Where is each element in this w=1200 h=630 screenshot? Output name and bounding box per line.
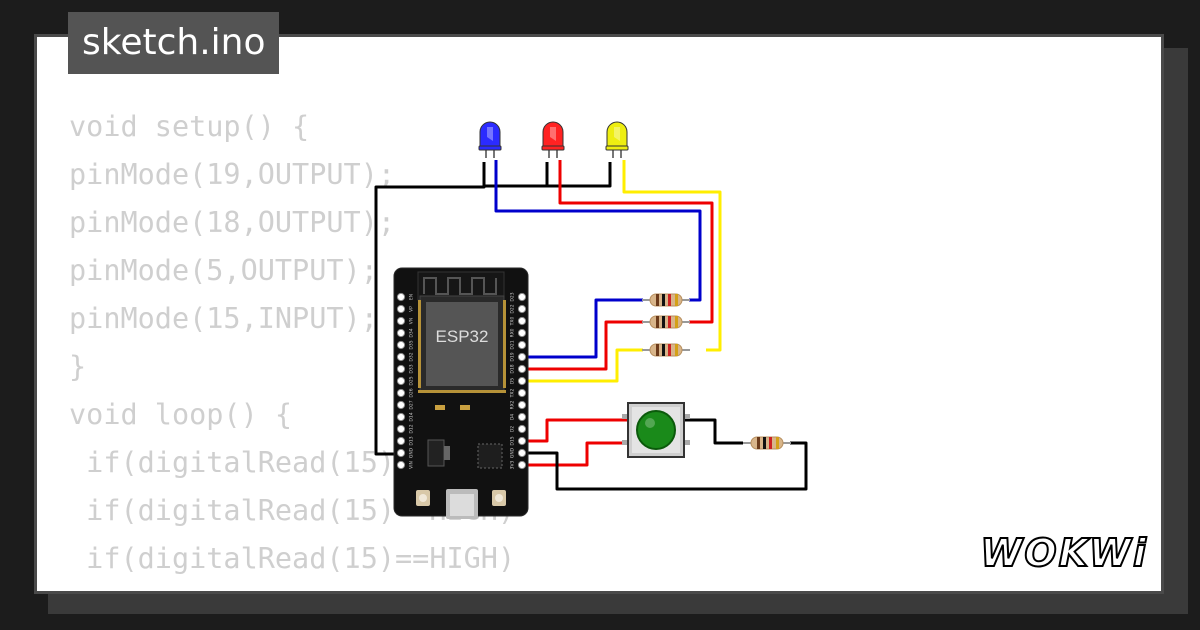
board-pin [517, 340, 527, 350]
board-pin [517, 412, 527, 422]
pin-label: D12 [409, 424, 415, 433]
pin-label: D23 [510, 292, 516, 301]
pin-label: GND [409, 447, 415, 458]
led-red-icon [541, 121, 565, 158]
code-line: pinMode(15,INPUT); [69, 302, 378, 335]
board-pin [396, 436, 406, 446]
pin-label: VP [409, 306, 415, 312]
board-pin [517, 448, 527, 458]
wire-black [518, 441, 808, 491]
board-pin [517, 316, 527, 326]
code-line: pinMode(5,OUTPUT); [69, 254, 378, 287]
pin-label: D25 [409, 376, 415, 385]
pin-label: D14 [409, 412, 415, 421]
board-pin [517, 460, 527, 470]
pin-label: D5 [510, 378, 516, 384]
board-pin [396, 364, 406, 374]
pin-label: D13 [409, 436, 415, 445]
pin-label: EN [409, 294, 415, 300]
pin-label: D19 [510, 352, 516, 361]
pin-label: RX2 [510, 400, 516, 409]
pin-label: D26 [409, 388, 415, 397]
board-pin [396, 340, 406, 350]
wire-black-gnd [547, 162, 612, 188]
pin-label: D18 [510, 364, 516, 373]
board-pin [396, 388, 406, 398]
code-line: void loop() { [69, 398, 293, 431]
board-pin [396, 424, 406, 434]
code-line: pinMode(19,OUTPUT); [69, 158, 396, 191]
board-pin [396, 316, 406, 326]
pin-label: D21 [510, 340, 516, 349]
board-pin [517, 328, 527, 338]
board-pin [517, 388, 527, 398]
board-pin [396, 292, 406, 302]
pin-label: TX0 [510, 317, 516, 327]
wire-black [684, 418, 743, 445]
resistor-icon [641, 343, 691, 357]
wire-yellow [622, 160, 722, 352]
board-pin [517, 424, 527, 434]
wire-blue [494, 160, 702, 302]
pin-label: D33 [409, 364, 415, 373]
board-pin [396, 448, 406, 458]
pin-label: RX0 [510, 328, 516, 337]
wire-red [518, 320, 643, 371]
code-line: pinMode(18,OUTPUT); [69, 206, 396, 239]
pin-label: D22 [510, 304, 516, 313]
board-pin [396, 352, 406, 362]
code-line: if(digitalRead(15)==HIGH) [69, 542, 516, 575]
board-pin [517, 352, 527, 362]
resistor-icon [641, 293, 691, 307]
pin-label: D32 [409, 352, 415, 361]
wire-blue [518, 298, 643, 359]
board-pin [396, 412, 406, 422]
pin-label: TX2 [510, 389, 516, 399]
board-pin [517, 304, 527, 314]
board-pin [517, 292, 527, 302]
pin-label: VN [409, 318, 415, 324]
pin-label: D34 [409, 328, 415, 337]
wire-red [558, 160, 714, 324]
wire-black-gnd [484, 162, 549, 188]
pin-label: VIN [409, 461, 415, 469]
board-pin [396, 328, 406, 338]
pin-label: D15 [510, 436, 516, 445]
wire-red [518, 418, 628, 443]
board-pin [396, 376, 406, 386]
code-line: void setup() { [69, 110, 310, 143]
pin-label: D27 [409, 400, 415, 409]
svg-text:WOKWi: WOKWi [980, 531, 1148, 575]
wire-red [518, 441, 628, 467]
board-pin [517, 436, 527, 446]
board-pin [517, 400, 527, 410]
board-pin [396, 400, 406, 410]
wire-yellow [518, 348, 643, 383]
push-button-icon [622, 402, 690, 458]
wokwi-logo: WOKWi [979, 530, 1148, 576]
pin-label: D2 [510, 426, 516, 432]
resistor-icon [641, 315, 691, 329]
pin-label: GND [510, 447, 516, 458]
board-label: ESP32 [436, 327, 489, 346]
board-pin [396, 460, 406, 470]
board-pin [517, 364, 527, 374]
pin-label: 3V3 [510, 460, 516, 469]
led-yellow-icon [605, 121, 629, 158]
file-name-tab[interactable]: sketch.ino [68, 12, 280, 74]
resistor-icon [742, 436, 792, 450]
esp32-board: ESP32 ENVPVND34D35D32D33D25D26D27D14D12D… [393, 267, 529, 519]
pin-label: D35 [409, 340, 415, 349]
board-pin [517, 376, 527, 386]
pin-label: D4 [510, 414, 516, 420]
code-line: } [69, 350, 87, 383]
led-blue-icon [478, 121, 502, 158]
board-pin [396, 304, 406, 314]
wire-black-gnd [374, 162, 486, 456]
